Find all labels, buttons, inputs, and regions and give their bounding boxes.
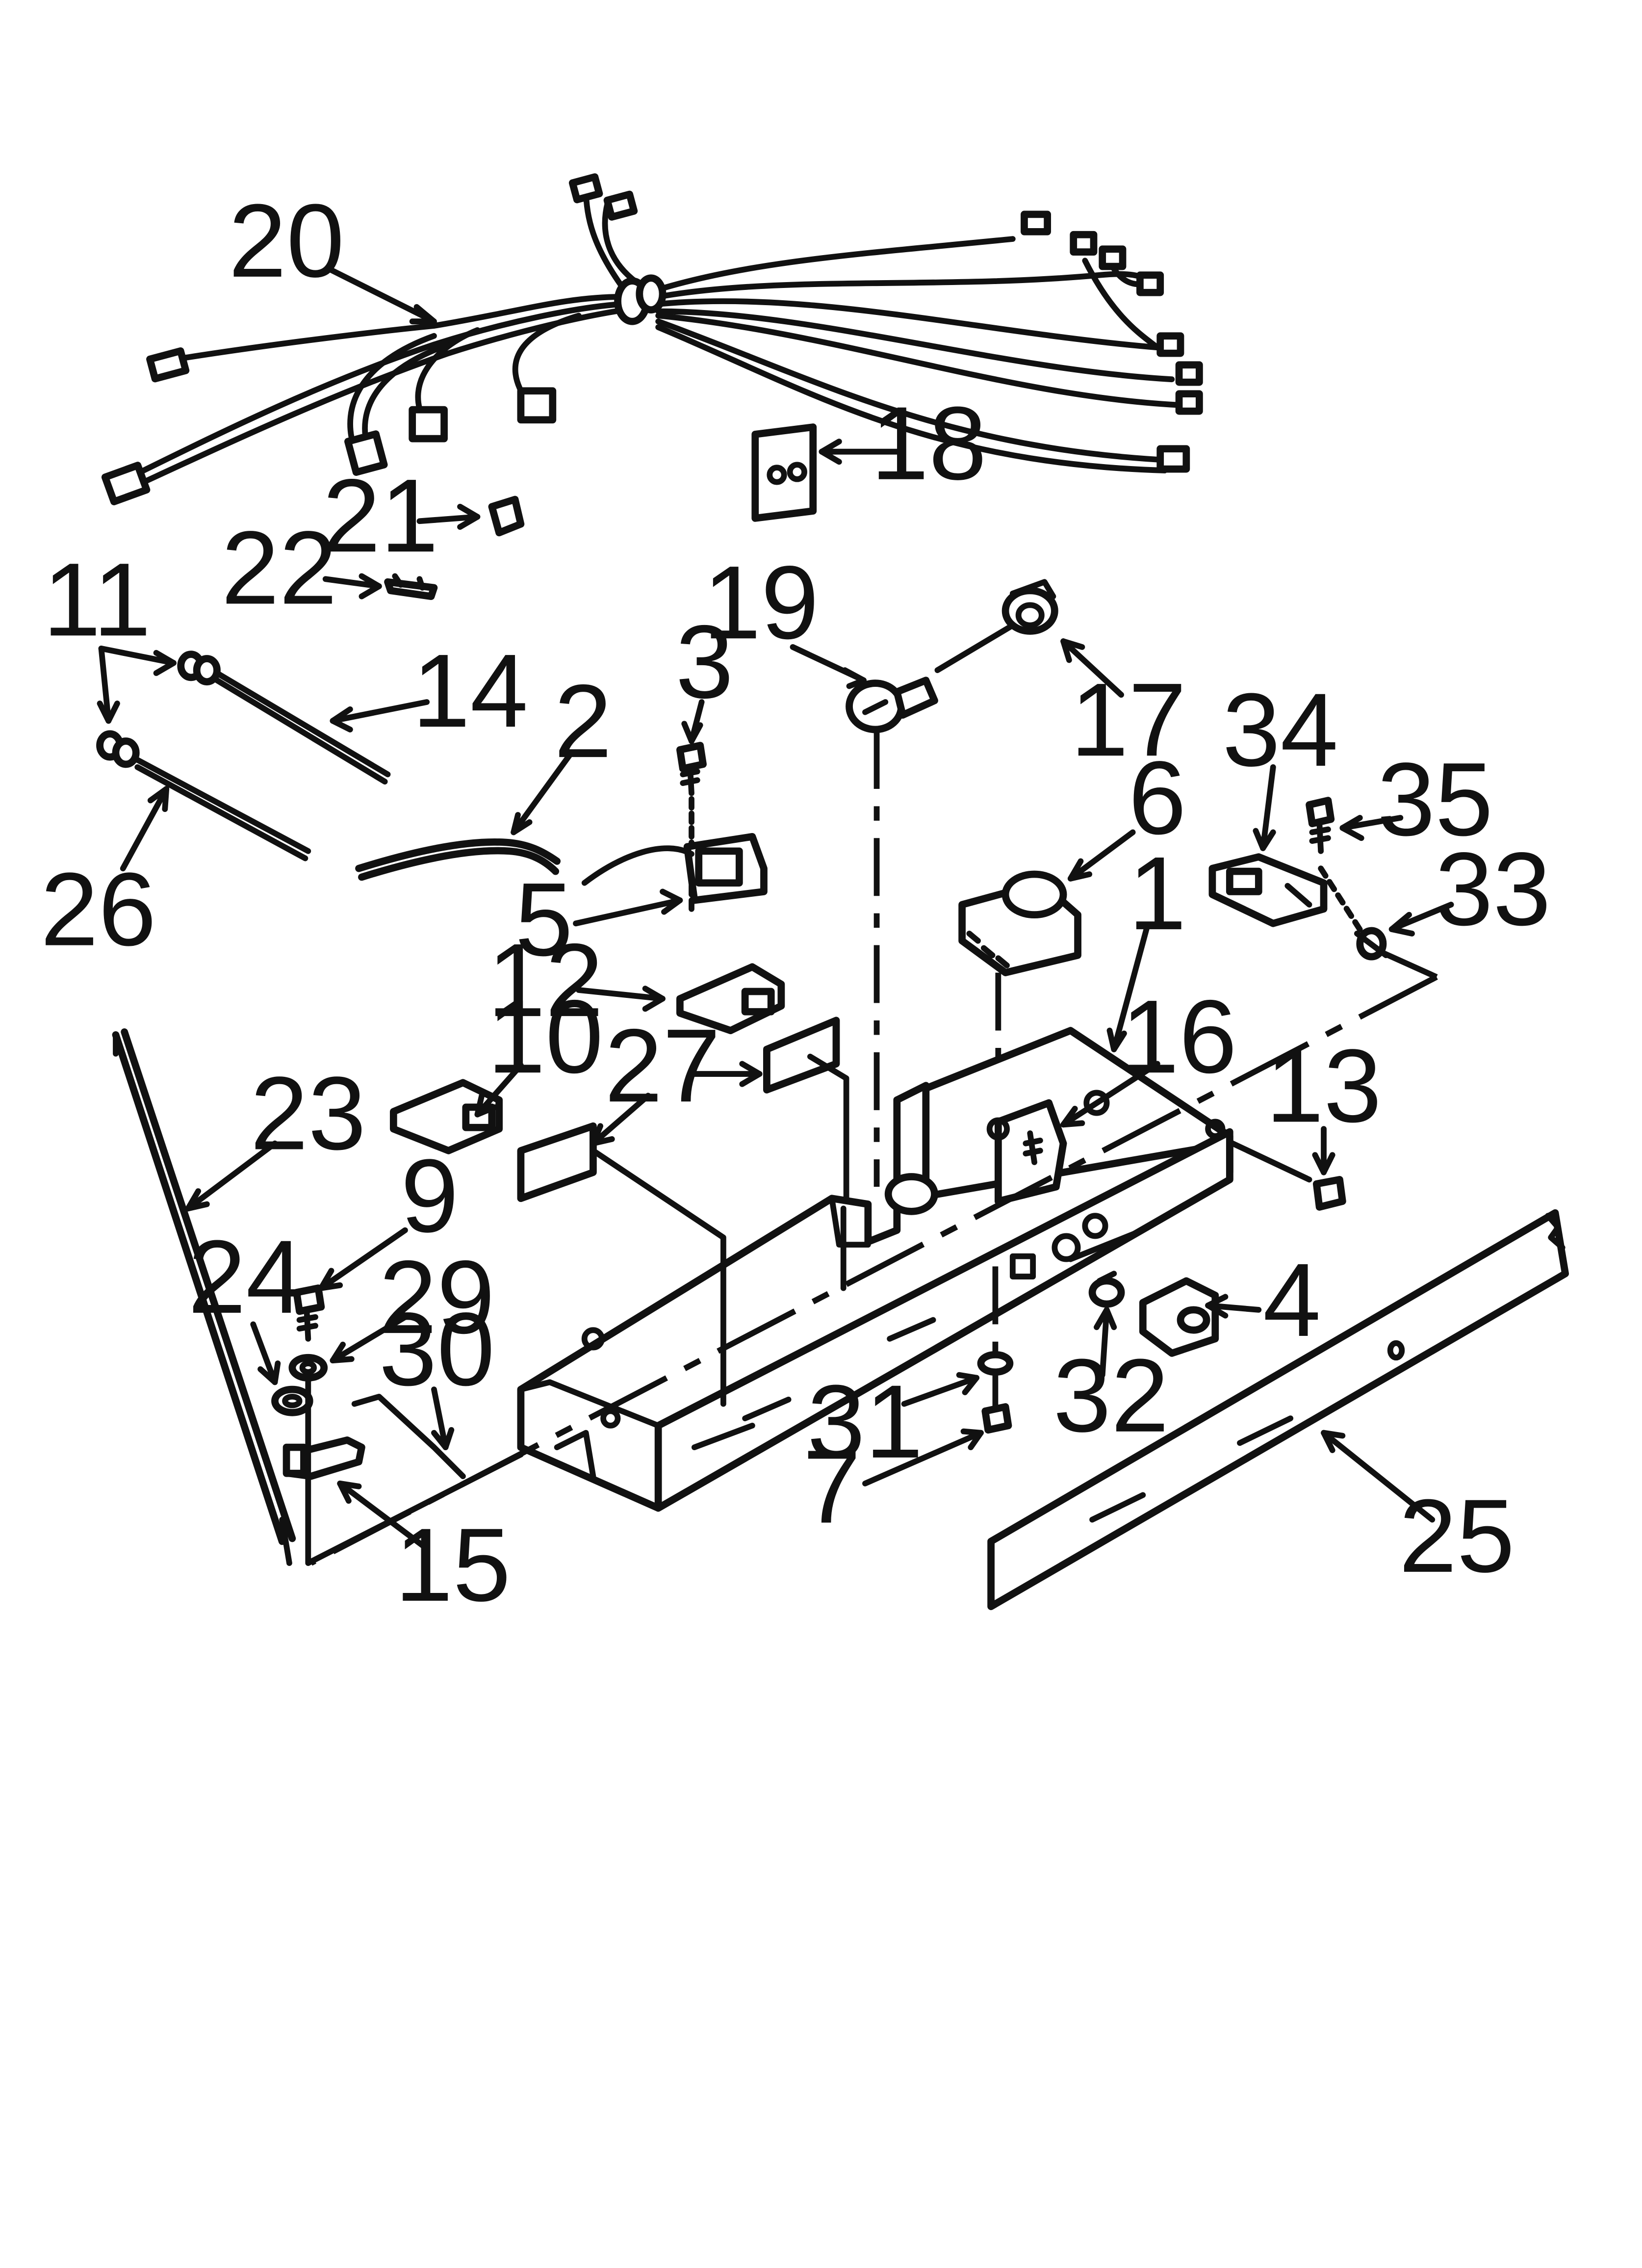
callout-4: 4: [1263, 1242, 1321, 1358]
callout-16: 16: [1121, 979, 1237, 1095]
callout-31: 31: [807, 1364, 923, 1480]
callout-3: 3: [675, 604, 733, 720]
callout-21: 21: [323, 458, 438, 574]
defrost-timer: [958, 870, 1081, 1093]
foam-pad: [751, 423, 817, 522]
dashed-leaders: [309, 948, 1438, 1566]
callout-26: 26: [40, 852, 156, 968]
bracket-12: [676, 963, 785, 1034]
control-board: [1208, 797, 1389, 961]
callout-arrows: [97, 266, 1454, 1552]
callout-23: 23: [250, 1056, 366, 1172]
light-socket: [934, 579, 1058, 673]
wire-clip: [488, 495, 525, 537]
callout-6: 6: [1129, 740, 1186, 856]
callout-9: 9: [401, 1138, 459, 1254]
callout-1: 1: [1129, 835, 1186, 952]
callout-5: 5: [515, 861, 573, 978]
knob-32: [1088, 1271, 1125, 1308]
screw-3: [676, 742, 707, 796]
callout-14: 14: [412, 633, 528, 749]
callout-13: 13: [1266, 1028, 1382, 1144]
labels-27: [517, 1017, 849, 1407]
side-rail: [112, 1028, 296, 1566]
callout-12: 12: [487, 922, 603, 1039]
defrost-relay: [581, 796, 768, 915]
callout-labels: 20 18 21 22 11 14 26 2 3 5 19 17 34 35 3…: [40, 183, 1551, 1623]
screw-13: [1230, 1140, 1346, 1211]
callout-15: 15: [395, 1507, 511, 1623]
callout-19: 19: [703, 545, 819, 661]
callout-22: 22: [221, 510, 337, 626]
cable-tie: [384, 573, 438, 600]
callout-35: 35: [1377, 741, 1493, 858]
thermostat-switch: [1139, 1277, 1219, 1357]
callout-27: 27: [605, 1008, 720, 1124]
hinge-parts: [271, 1284, 524, 1566]
callout-32: 32: [1053, 1338, 1169, 1454]
callout-11: 11: [43, 542, 151, 658]
drain-tube: [355, 838, 561, 881]
callout-10: 10: [487, 979, 603, 1095]
control-housing: [517, 1027, 1233, 1512]
front-panel: [987, 1209, 1569, 1610]
callout-30: 30: [379, 1291, 495, 1408]
callout-34: 34: [1222, 672, 1338, 788]
washer-screw-7: [977, 1266, 1014, 1434]
callout-25: 25: [1399, 1478, 1514, 1594]
callout-17: 17: [1071, 662, 1186, 778]
wire-harness: [101, 173, 1203, 506]
callout-2: 2: [554, 663, 612, 780]
light-bulb: [846, 677, 938, 1187]
callout-18: 18: [871, 386, 987, 502]
callout-29: 29: [379, 1239, 495, 1356]
callout-33: 33: [1435, 831, 1551, 947]
callout-20: 20: [229, 183, 344, 299]
shelf-rods: [96, 651, 391, 861]
callout-24: 24: [188, 1219, 304, 1335]
callout-7: 7: [803, 1429, 861, 1545]
